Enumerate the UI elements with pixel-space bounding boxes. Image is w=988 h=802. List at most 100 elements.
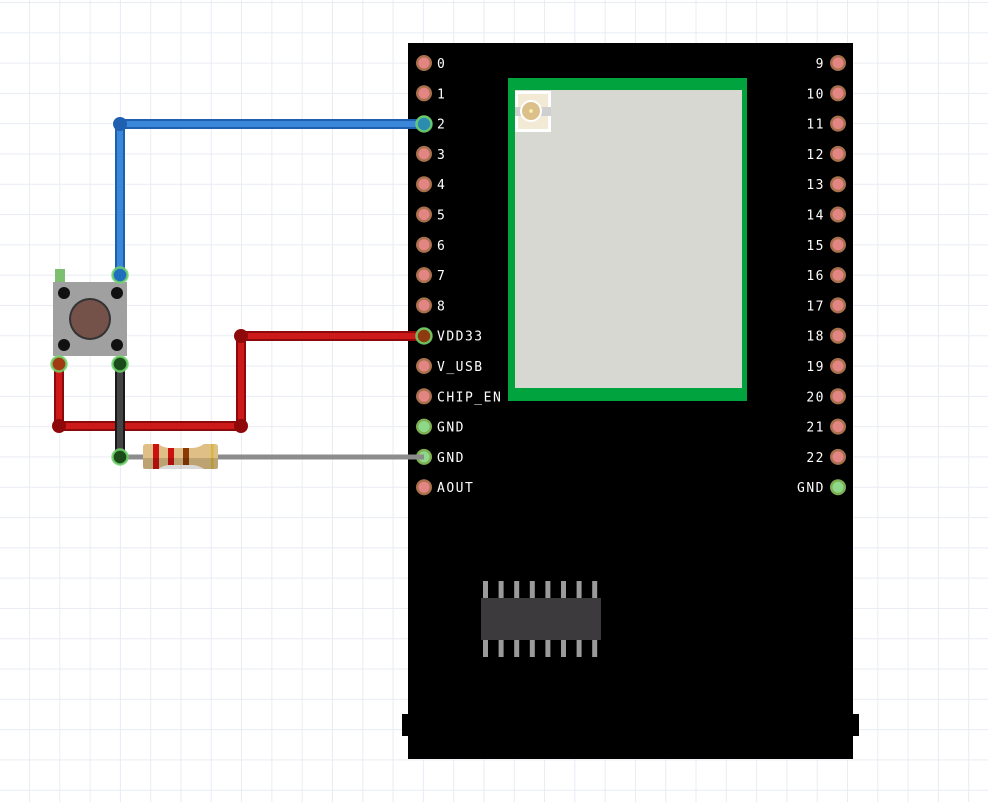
- pin-pad[interactable]: [418, 299, 430, 311]
- pushbutton-leg-marker: [55, 269, 65, 282]
- pin-9[interactable]: 9: [816, 55, 846, 72]
- connection-point-icon[interactable]: [111, 448, 129, 466]
- connection-point-icon[interactable]: [111, 355, 129, 373]
- pin-pad[interactable]: [418, 269, 430, 281]
- pin-pad[interactable]: [418, 57, 430, 69]
- pin-pad[interactable]: [832, 360, 844, 372]
- connection-point-icon[interactable]: [111, 266, 129, 284]
- pin-label: AOUT: [437, 481, 474, 496]
- pin-pad[interactable]: [418, 390, 430, 402]
- ic-leg: [592, 581, 598, 599]
- pin-label: 22: [806, 451, 825, 466]
- pin-label: 13: [806, 178, 825, 193]
- pin-pad[interactable]: [418, 87, 430, 99]
- connection-point-icon[interactable]: [415, 327, 433, 345]
- pin-pad[interactable]: [418, 239, 430, 251]
- pin-3[interactable]: 3: [416, 145, 446, 163]
- pushbutton-hole-icon: [58, 339, 70, 351]
- pin-pad[interactable]: [418, 481, 430, 493]
- wire-edge: [115, 119, 424, 275]
- pin-label: 12: [806, 148, 825, 163]
- pin-6[interactable]: 6: [416, 236, 446, 254]
- pin-18[interactable]: 18: [806, 327, 846, 345]
- pin-16[interactable]: 16: [806, 267, 846, 284]
- pin-label: 7: [437, 269, 446, 284]
- pin-label: 8: [437, 299, 446, 314]
- pin-chip-en[interactable]: CHIP_EN: [416, 388, 502, 405]
- pin-pad[interactable]: [832, 421, 844, 433]
- pin-label: 19: [806, 360, 825, 375]
- wire-red-vdd33-to-button[interactable]: [52, 329, 424, 433]
- pin-pad[interactable]: [832, 481, 844, 493]
- pin-pad[interactable]: [418, 421, 430, 433]
- pin-17[interactable]: 17: [806, 297, 846, 314]
- pin-pad[interactable]: [832, 239, 844, 251]
- wire-bendpoint[interactable]: [113, 117, 127, 131]
- pin-15[interactable]: 15: [806, 236, 846, 254]
- pin-aout[interactable]: AOUT: [416, 479, 474, 496]
- pin-14[interactable]: 14: [806, 206, 846, 224]
- ic-leg: [576, 639, 582, 657]
- pin-pad[interactable]: [832, 87, 844, 99]
- pin-pad[interactable]: [832, 330, 844, 342]
- pin-label: 1: [437, 87, 446, 102]
- pin-pad[interactable]: [832, 451, 844, 463]
- connection-point-icon[interactable]: [415, 115, 433, 133]
- pin-0[interactable]: 0: [416, 55, 446, 72]
- pin-10[interactable]: 10: [806, 85, 846, 102]
- pin-label: 21: [806, 421, 825, 436]
- pin-pad[interactable]: [418, 209, 430, 220]
- pin-19[interactable]: 19: [806, 358, 846, 375]
- ic-leg: [576, 581, 582, 599]
- pin-21[interactable]: 21: [806, 418, 846, 436]
- pin-gnd[interactable]: GND: [416, 418, 465, 436]
- resistor-band: [168, 448, 174, 465]
- wire-bendpoint[interactable]: [234, 419, 248, 433]
- wire-bendpoint[interactable]: [234, 329, 248, 343]
- pin-pad[interactable]: [832, 148, 844, 160]
- pushbutton-cap[interactable]: [71, 300, 109, 338]
- pin-label: VDD33: [437, 330, 484, 345]
- pin-4[interactable]: 4: [416, 176, 446, 193]
- pin-5[interactable]: 5: [416, 206, 446, 224]
- pin-20[interactable]: 20: [806, 388, 846, 405]
- pin-11[interactable]: 11: [806, 115, 846, 133]
- connection-point-icon[interactable]: [50, 355, 68, 373]
- ic-leg: [483, 639, 488, 657]
- pin-7[interactable]: 7: [416, 267, 446, 284]
- pin-1[interactable]: 1: [416, 85, 446, 102]
- pin-pad[interactable]: [832, 178, 844, 190]
- wire-bendpoint[interactable]: [52, 419, 66, 433]
- ic-body: [481, 598, 601, 640]
- pin-pad[interactable]: [832, 390, 844, 402]
- pushbutton[interactable]: [53, 269, 127, 356]
- pin-pad[interactable]: [418, 178, 430, 190]
- wire-blue-button-to-pin2[interactable]: [113, 117, 424, 275]
- resistor-band: [183, 448, 189, 465]
- pin-12[interactable]: 12: [806, 145, 846, 163]
- pin-pad[interactable]: [832, 118, 844, 130]
- ic-leg: [592, 639, 598, 657]
- pin-pad[interactable]: [832, 299, 844, 311]
- resistor[interactable]: [143, 444, 218, 469]
- pin-label: 18: [806, 330, 825, 345]
- pin-8[interactable]: 8: [416, 297, 446, 314]
- wire-core: [117, 121, 424, 275]
- pin-pad[interactable]: [418, 360, 430, 372]
- board-mount-tab-left: [402, 714, 410, 736]
- pin-pad[interactable]: [832, 57, 844, 69]
- pin-label: GND: [437, 451, 465, 466]
- pin-pad[interactable]: [832, 209, 844, 220]
- pin-v-usb[interactable]: V_USB: [416, 358, 484, 375]
- pushbutton-hole-icon: [111, 287, 123, 299]
- pin-gnd[interactable]: GND: [797, 479, 846, 496]
- pin-pad[interactable]: [418, 148, 430, 160]
- pin-label: 3: [437, 148, 446, 163]
- resistor-body: [143, 444, 218, 469]
- pin-22[interactable]: 22: [806, 448, 846, 466]
- resistor-shade: [143, 458, 218, 469]
- pin-pad[interactable]: [832, 269, 844, 281]
- pin-13[interactable]: 13: [806, 176, 846, 193]
